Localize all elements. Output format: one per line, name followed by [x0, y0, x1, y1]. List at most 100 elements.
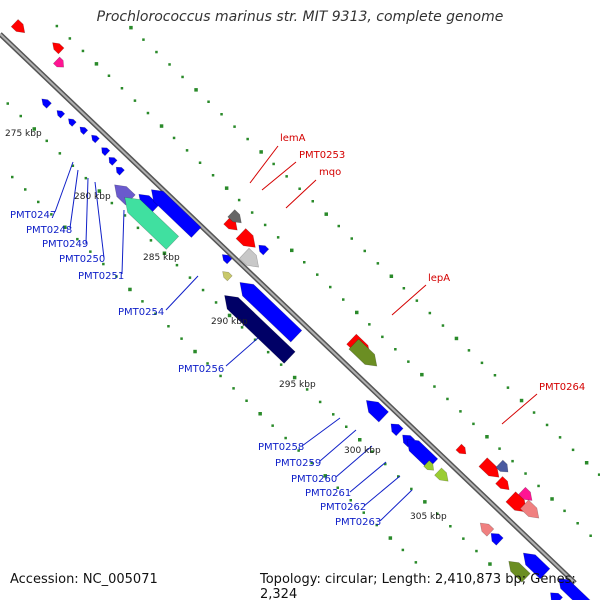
gene-block[interactable] [106, 155, 117, 166]
tick-dot [245, 400, 248, 403]
gene-label-PMT0264[interactable]: PMT0264 [539, 382, 585, 393]
tick-dot [429, 312, 432, 315]
gene-label-PMT0259[interactable]: PMT0259 [275, 458, 321, 469]
tick-dot [82, 50, 85, 53]
tick-dot [394, 348, 397, 351]
gene-block[interactable] [78, 125, 88, 135]
callout-line [55, 162, 73, 212]
tick-dot [498, 447, 501, 450]
gene-label-PMT0247[interactable]: PMT0247 [10, 210, 56, 221]
tick-dot [259, 150, 263, 154]
tick-dot [511, 460, 514, 463]
tick-dot [364, 250, 367, 253]
tick-dot [167, 325, 170, 328]
gene-label-mqo[interactable]: mqo [319, 167, 341, 178]
tick-dot [416, 299, 419, 302]
topology-label: Topology: circular; Length: 2,410,873 bp… [260, 572, 600, 602]
tick-dot [533, 411, 536, 414]
callout-line [286, 180, 316, 208]
scale-label-285: 285 kbp [143, 253, 180, 263]
gene-block[interactable] [435, 468, 452, 485]
tick-dot [141, 300, 144, 303]
tick-dot [481, 362, 484, 365]
gene-label-PMT0256[interactable]: PMT0256 [178, 364, 224, 375]
callout-line [364, 476, 400, 506]
gene-block[interactable] [99, 145, 110, 156]
tick-dot [280, 363, 283, 366]
gene-block[interactable] [220, 269, 232, 281]
gene-block[interactable] [496, 476, 513, 493]
tick-dot [358, 438, 362, 442]
tick-dot [520, 399, 524, 403]
tick-dot [267, 351, 270, 354]
tick-dot [342, 298, 345, 301]
tick-dot [407, 360, 410, 363]
tick-dot [155, 51, 158, 54]
tick-dot [199, 162, 202, 165]
tick-dot [355, 311, 359, 315]
gene-label-PMT0261[interactable]: PMT0261 [305, 488, 351, 499]
tick-dot [121, 87, 124, 90]
tick-dot [137, 227, 140, 230]
tick-dot [202, 289, 205, 292]
gene-label-lepA[interactable]: lepA [428, 273, 450, 284]
tick-dot [7, 102, 10, 105]
tick-dot [272, 163, 275, 166]
tick-dot [475, 550, 478, 553]
tick-dot [455, 337, 459, 341]
tick-dot [238, 199, 241, 202]
tick-dot [37, 201, 40, 204]
callout-line [350, 462, 386, 492]
tick-dot [329, 286, 332, 289]
gene-label-PMT0254[interactable]: PMT0254 [118, 307, 164, 318]
gene-block[interactable] [388, 420, 404, 436]
tick-dot [368, 323, 371, 326]
tick-dot [142, 38, 145, 41]
callout-line [86, 178, 88, 243]
tick-dot [225, 186, 229, 190]
gene-block[interactable] [50, 40, 64, 54]
gene-label-PMT0250[interactable]: PMT0250 [59, 254, 105, 265]
gene-label-PMT0263[interactable]: PMT0263 [335, 517, 381, 528]
scale-label-300: 300 kbp [344, 446, 381, 456]
tick-dot [134, 99, 137, 102]
tick-dot [459, 410, 462, 413]
tick-dot [316, 273, 319, 276]
gene-label-PMT0262[interactable]: PMT0262 [320, 502, 366, 513]
tick-dot [284, 437, 287, 440]
tick-dot [20, 115, 23, 118]
gene-label-lemA[interactable]: lemA [280, 133, 306, 144]
tick-dot [433, 385, 436, 388]
tick-dot [258, 412, 262, 416]
gene-block[interactable] [114, 165, 125, 176]
scale-label-290: 290 kbp [211, 317, 248, 327]
tick-dot [129, 26, 133, 30]
tick-dot [251, 211, 254, 214]
gene-block[interactable] [55, 108, 65, 118]
tick-dot [212, 174, 215, 177]
gene-block[interactable] [89, 133, 99, 143]
tick-dot [507, 386, 510, 389]
tick-dot [186, 149, 189, 152]
gene-label-PMT0249[interactable]: PMT0249 [42, 239, 88, 250]
tick-dot [488, 562, 492, 566]
tick-dot [572, 449, 575, 452]
tick-dot [207, 101, 210, 104]
gene-label-PMT0253[interactable]: PMT0253 [299, 150, 345, 161]
gene-label-PMT0258[interactable]: PMT0258 [258, 442, 304, 453]
tick-dot [390, 275, 394, 279]
tick-dot [173, 137, 176, 140]
tick-dot [189, 276, 192, 279]
gene-label-PMT0251[interactable]: PMT0251 [78, 271, 124, 282]
gene-block[interactable] [256, 242, 269, 255]
gene-block[interactable] [39, 96, 51, 108]
tick-dot [468, 349, 471, 352]
gene-block[interactable] [11, 19, 28, 36]
callout-line [392, 285, 426, 315]
gene-block[interactable] [53, 57, 66, 70]
gene-block[interactable] [456, 444, 469, 457]
gene-block[interactable] [66, 117, 76, 127]
gene-label-PMT0248[interactable]: PMT0248 [26, 225, 72, 236]
gene-label-PMT0260[interactable]: PMT0260 [291, 474, 337, 485]
